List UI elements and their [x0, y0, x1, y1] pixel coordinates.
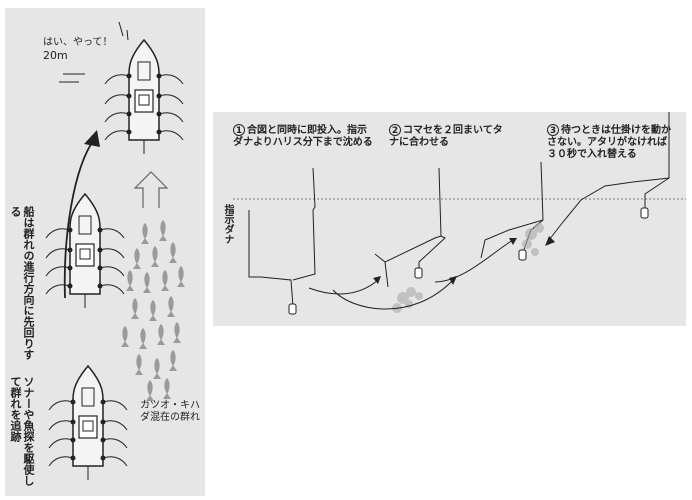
weight-4-icon — [640, 207, 649, 219]
school-label: カツオ・キハダ混在の群れ — [140, 400, 200, 423]
fishing-steps-illustration — [233, 112, 686, 315]
weight-2-icon — [414, 267, 423, 279]
weight-1-icon — [288, 303, 297, 315]
chum-cloud-2-icon — [522, 223, 544, 256]
boat-chase-illustration — [45, 21, 185, 480]
shout-text: はい、やって！ — [43, 37, 113, 48]
boat-middle-icon — [45, 192, 125, 308]
boat-rear-icon — [48, 364, 128, 480]
fish-school-icon — [121, 220, 185, 401]
boat-lead-icon — [104, 38, 184, 154]
distance-label: 20m — [43, 49, 68, 62]
school-direction-arrow — [133, 171, 169, 208]
boat-chase-panel: はい、やって！ 20m 船は群れの進行方向に先回りする ソナーや魚探を駆使して群… — [5, 8, 205, 496]
weight-3-icon — [518, 249, 527, 261]
caption-chase: ソナーや魚探を駆使して群れを追跡 — [9, 376, 35, 486]
chum-cloud-icon — [392, 287, 423, 313]
course-arrowhead — [84, 130, 100, 147]
caption-ahead: 船は群れの進行方向に先回りする — [9, 206, 35, 360]
course-arrow — [63, 137, 96, 299]
depth-label: 指示ダナ — [222, 204, 233, 244]
